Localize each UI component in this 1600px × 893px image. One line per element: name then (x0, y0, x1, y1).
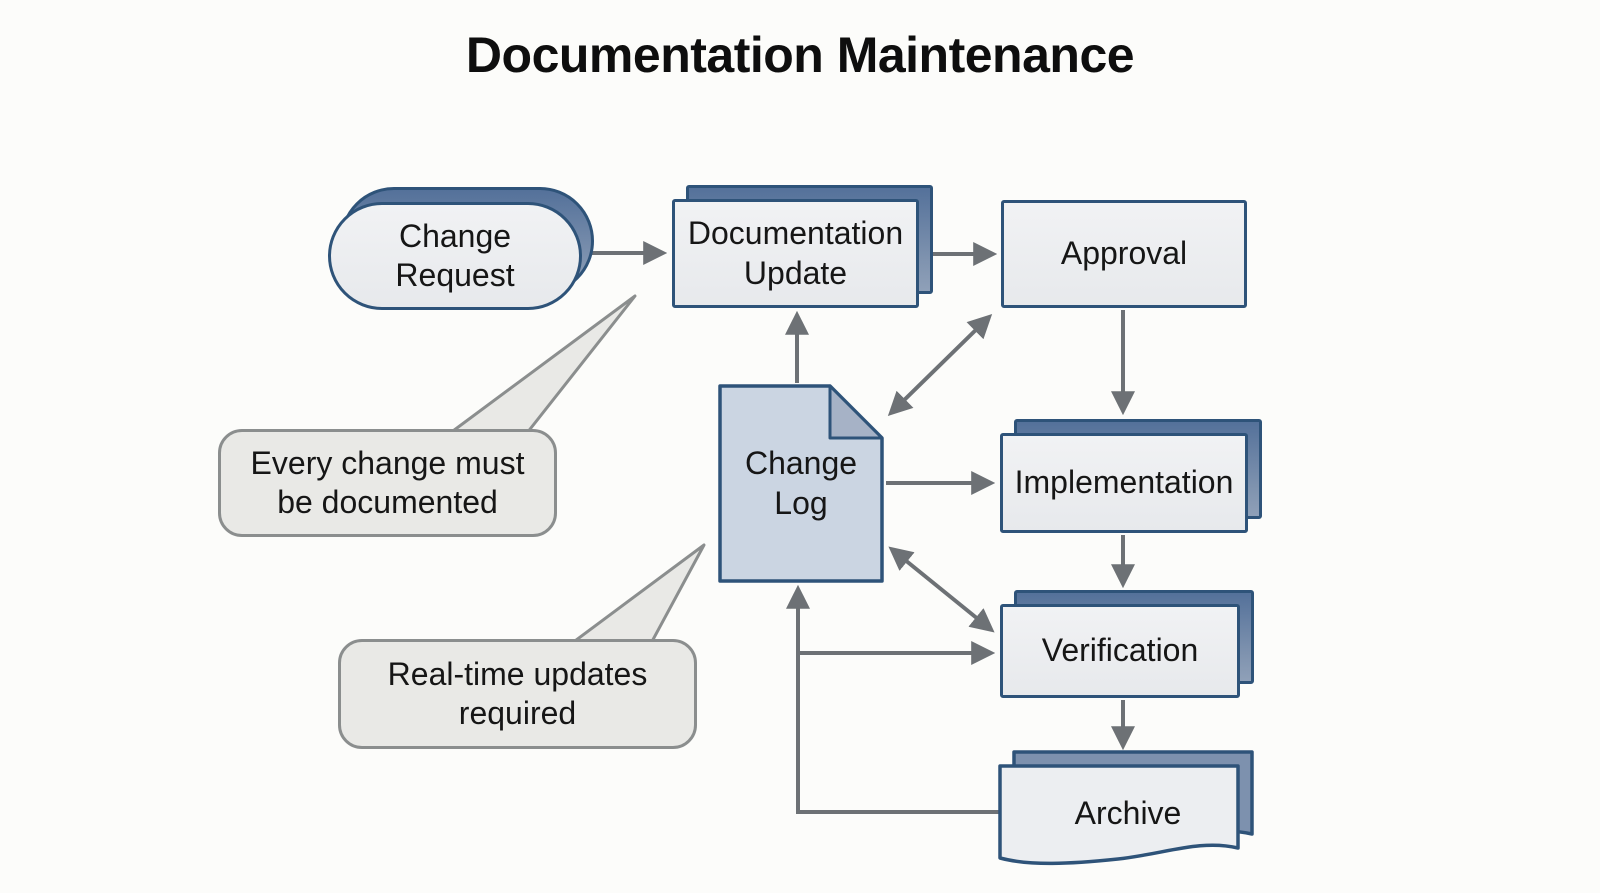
node-label: Change (744, 445, 858, 482)
node-label: Change (398, 217, 512, 254)
node-implementation: Implementation (1000, 419, 1262, 533)
node-label: Approval (1060, 235, 1188, 272)
node-label: Verification (1041, 632, 1199, 669)
node-approval: Approval (1001, 200, 1247, 308)
callout-text: Real-time updates (387, 655, 648, 692)
node-documentation-update: Documentation Update (672, 185, 933, 308)
node-change-log-body: Change Log (718, 384, 884, 583)
double-arrow-change-log-approval (887, 313, 993, 417)
double-arrow-change-log-verification (888, 546, 995, 633)
node-change-request-body: Change Request (328, 202, 582, 310)
node-label: Archive (1074, 795, 1182, 832)
document-shape (998, 750, 1254, 866)
callout-real-time: Real-time updates required (338, 639, 697, 749)
elbow-arrow-archive-to-change-log (786, 584, 1000, 814)
node-implementation-body: Implementation (1000, 433, 1248, 533)
node-label: Request (395, 257, 515, 293)
node-approval-body: Approval (1001, 200, 1247, 308)
callout-text: be documented (277, 484, 498, 520)
callout-text: Every change must (250, 444, 525, 481)
node-archive: Archive (998, 750, 1256, 872)
callout-every-change: Every change must be documented (218, 429, 557, 537)
node-label: Documentation (687, 215, 904, 252)
node-verification: Verification (1000, 590, 1254, 698)
node-label: Implementation (1014, 464, 1234, 501)
node-change-request: Change Request (328, 187, 594, 310)
document-outline (998, 764, 1240, 866)
node-documentation-update-body: Documentation Update (672, 199, 919, 308)
document-note-shape (718, 384, 884, 583)
document-note-fold (828, 384, 884, 440)
node-verification-body: Verification (1000, 604, 1240, 698)
node-archive-body: Archive (998, 750, 1256, 872)
node-change-log: Change Log (718, 384, 884, 583)
node-label: Update (743, 254, 848, 291)
callout-text: required (458, 695, 577, 731)
node-label: Log (774, 484, 828, 521)
diagram-title: Documentation Maintenance (465, 27, 1135, 83)
